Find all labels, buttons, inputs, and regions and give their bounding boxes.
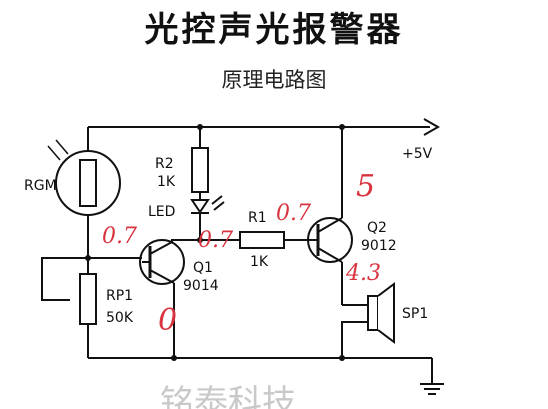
diagram-title: 光控声光报警器	[144, 10, 404, 50]
resistor-r2	[191, 147, 209, 193]
annotation-rgm-node: 0.7	[102, 224, 137, 249]
speaker-sp1-cone	[377, 282, 395, 344]
junction-rail-q2	[339, 124, 345, 130]
resistor-r1	[239, 231, 285, 249]
junction-rail-r2	[197, 124, 203, 130]
q2-collector-lead	[317, 247, 343, 263]
label-q2: Q2	[367, 220, 387, 236]
junction-ground-q1	[171, 355, 177, 361]
annotation-r1-right: 0.7	[276, 201, 311, 226]
photoresistor-element	[79, 159, 97, 207]
label-rgm: RGM	[24, 178, 57, 194]
junction-q1-base	[85, 255, 91, 261]
potentiometer-rp1	[79, 273, 97, 325]
junction-ground-sp	[339, 355, 345, 361]
transistor-q2-body	[307, 217, 353, 263]
diagram-subtitle: 原理电路图	[221, 68, 327, 92]
label-q2-model: 9012	[361, 238, 397, 254]
q2-emitter-lead	[317, 217, 343, 233]
label-rp1: RP1	[106, 288, 133, 304]
annotation-q1-emitter: 0	[158, 303, 177, 338]
label-supply: +5V	[402, 146, 433, 162]
q1-emitter-lead	[149, 269, 175, 284]
label-rp1-value: 50K	[106, 310, 134, 326]
light-arrow-1	[47, 145, 61, 161]
label-r2: R2	[155, 156, 174, 172]
light-arrow-2	[55, 139, 69, 155]
potentiometer-wiper-loop	[41, 257, 88, 301]
led-symbol	[190, 199, 210, 214]
transistor-q1-body	[139, 239, 185, 285]
wire-speaker-bottom	[341, 321, 368, 358]
q1-collector-lead	[149, 241, 173, 255]
supply-arrow	[423, 118, 441, 136]
led-ray-2	[213, 201, 225, 211]
annotation-q2-collector: 4.3	[345, 261, 381, 286]
label-sp1: SP1	[402, 306, 428, 322]
annotation-q2-emitter: 5	[356, 169, 375, 204]
junction-led-r1	[197, 237, 203, 243]
label-q1: Q1	[193, 260, 213, 276]
label-q1-model: 9014	[183, 278, 219, 294]
speaker-sp1-body	[367, 295, 379, 331]
watermark: 铭泰科技	[160, 383, 296, 409]
label-led: LED	[148, 204, 175, 220]
q1-collector-wire	[171, 239, 200, 242]
label-r1-value: 1K	[250, 254, 269, 270]
led-ray-1	[211, 195, 223, 205]
label-r1: R1	[248, 210, 267, 226]
label-r2-value: 1K	[157, 174, 176, 190]
annotation-q1-collector: 0.7	[198, 228, 233, 253]
